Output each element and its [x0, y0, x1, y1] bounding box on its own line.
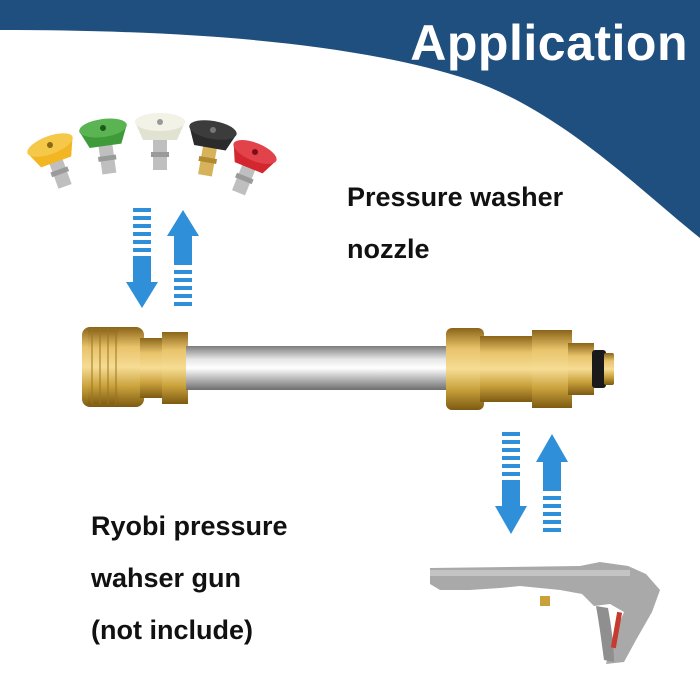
- gun-caption-line-3: (not include): [91, 615, 253, 645]
- page-title: Application: [410, 15, 688, 71]
- arrow-up-icon: [167, 210, 199, 306]
- arrow-down-icon: [126, 208, 158, 308]
- arrow-down-icon: [495, 432, 527, 534]
- nozzle-tip-icon: [189, 120, 237, 177]
- nozzle-caption-line-2: nozzle: [347, 234, 430, 264]
- nozzle-tip-icon: [232, 140, 277, 196]
- nozzle-tip-icon: [135, 113, 185, 170]
- arrow-up-icon: [536, 434, 568, 532]
- gun-caption-line-2: wahser gun: [91, 563, 242, 593]
- nozzle-tip-icon: [27, 133, 73, 189]
- gun-caption: Ryobi pressure wahser gun (not include): [91, 500, 288, 656]
- gun-caption-line-1: Ryobi pressure: [91, 511, 288, 541]
- nozzle-tip-icon: [79, 118, 127, 175]
- nozzle-caption-line-1: Pressure washer: [347, 182, 564, 212]
- nozzle-caption: Pressure washer nozzle: [347, 171, 563, 275]
